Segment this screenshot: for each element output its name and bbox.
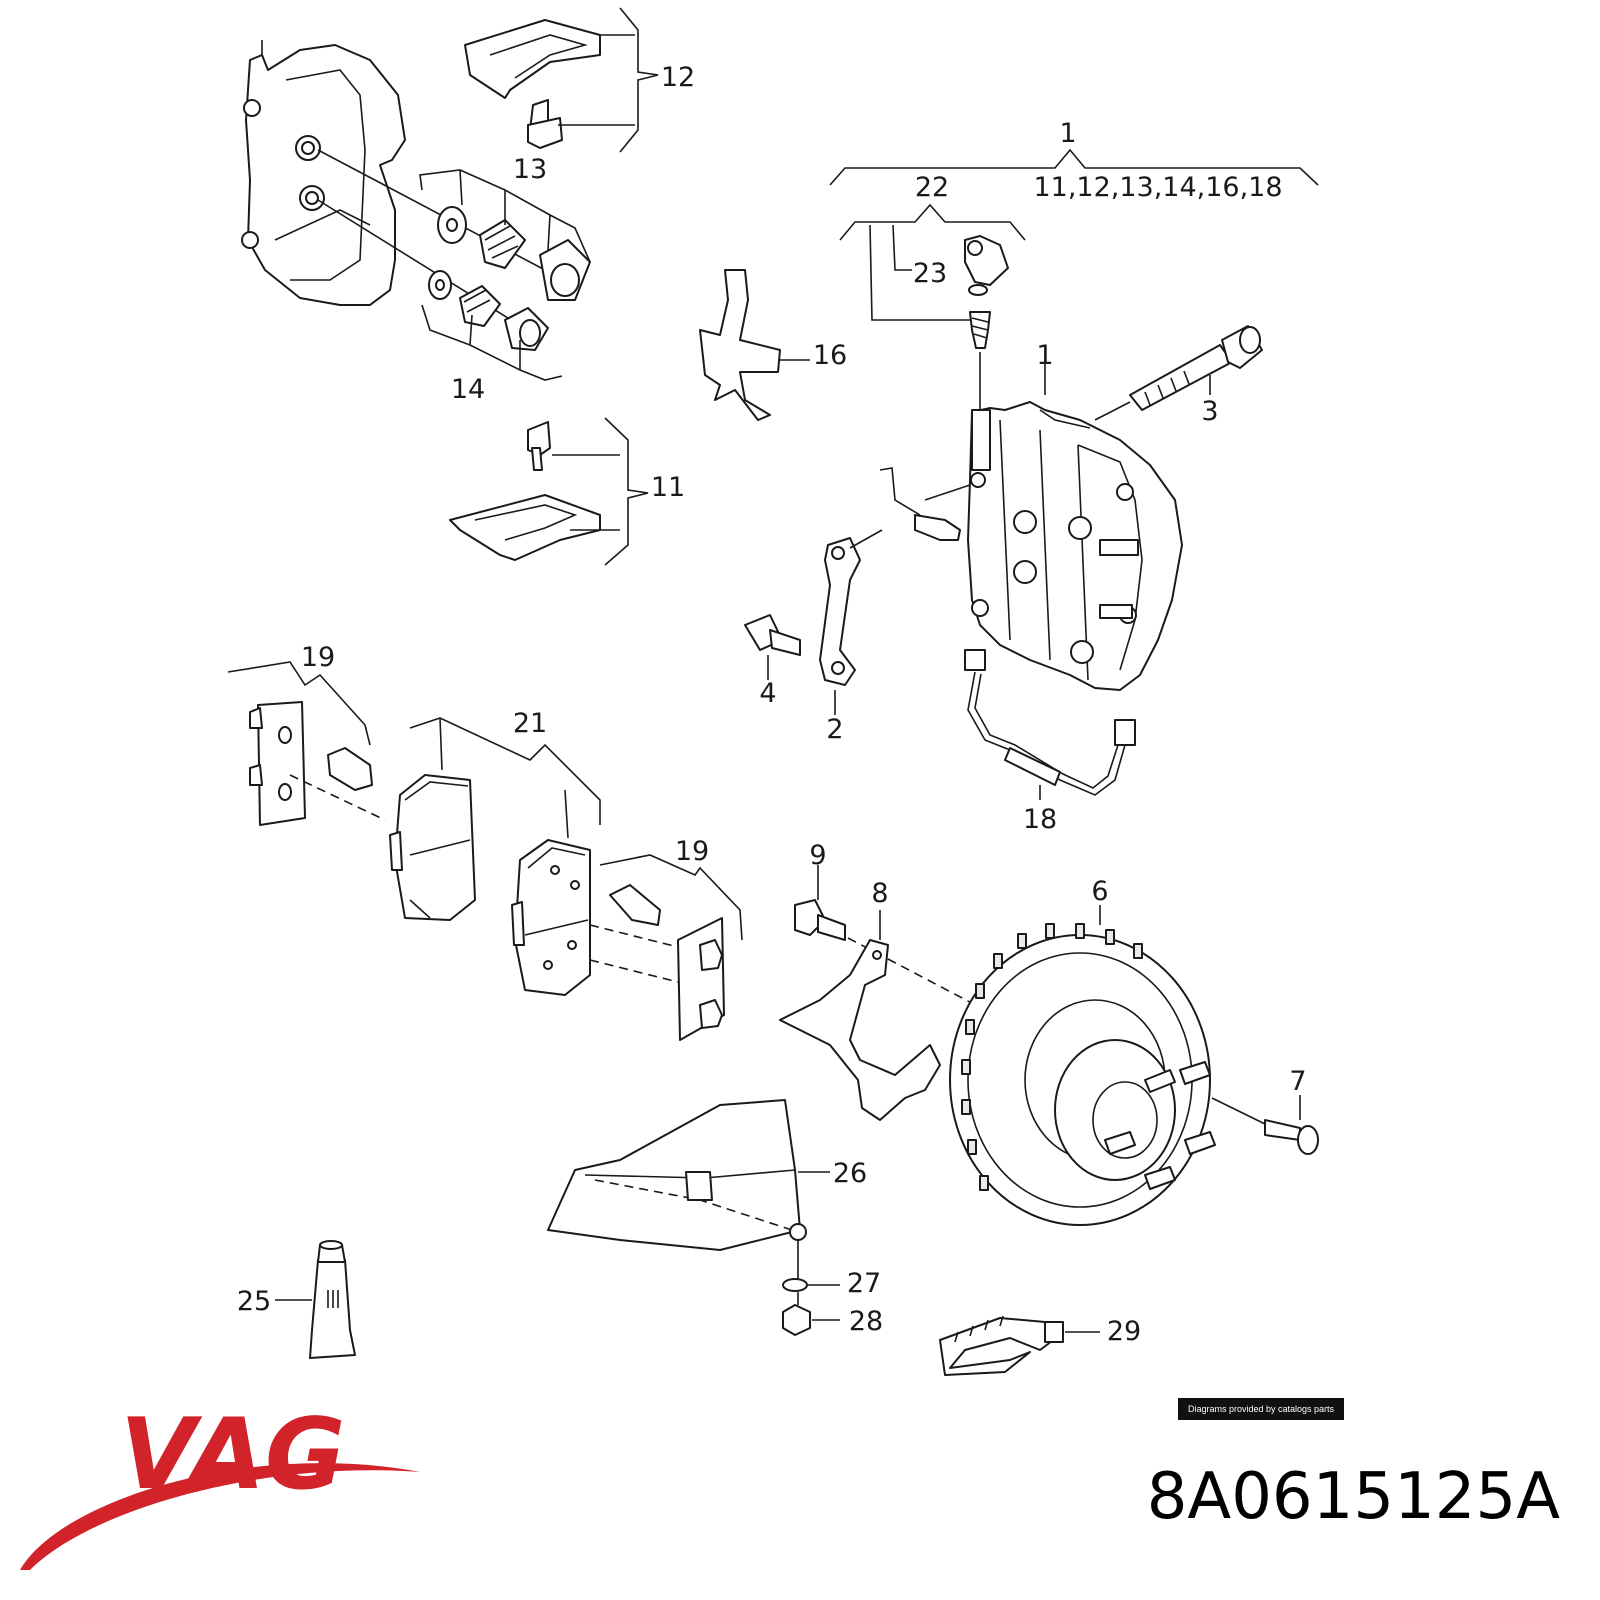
washer-27	[782, 1240, 840, 1292]
caliper-bolt	[1094, 325, 1263, 421]
grease-tube	[275, 1240, 356, 1359]
disc-screw	[1211, 1095, 1319, 1155]
callout-3: 3	[1201, 396, 1218, 427]
pad-shim-right	[589, 884, 725, 1041]
callout-25: 25	[237, 1286, 271, 1317]
callout-28: 28	[849, 1306, 883, 1337]
bracket-21	[409, 717, 601, 825]
brake-pad-outer	[389, 774, 476, 921]
part-number: 8A0615125A	[1146, 1460, 1560, 1534]
vag-logo: VAG	[20, 1400, 420, 1570]
callout-7: 7	[1289, 1066, 1306, 1097]
brake-pad-inner	[511, 839, 591, 996]
pad-shim-left	[249, 701, 386, 826]
bracket-1-top	[829, 148, 1319, 186]
nut-28	[782, 1292, 840, 1336]
callout-11: 11	[651, 472, 685, 503]
splash-shield	[547, 1099, 830, 1251]
spring-clip-upper	[464, 7, 659, 153]
callout-27: 27	[847, 1268, 881, 1299]
cable-tie	[939, 1315, 1100, 1376]
bleeder-valve-parts	[964, 235, 1009, 410]
caliper-housing-exploded	[241, 40, 406, 306]
callout-1-top: 1	[1059, 118, 1076, 149]
piston-set-upper	[317, 149, 591, 301]
brake-hose	[964, 649, 1136, 800]
speed-sensor-bracket	[779, 910, 941, 1121]
brake-line-and-bracket	[744, 467, 971, 715]
piston-set-lower	[317, 199, 549, 351]
callout-18: 18	[1023, 804, 1057, 835]
callout-19-right: 19	[675, 836, 709, 867]
callout-1-kit: 11,12,13,14,16,18	[1033, 172, 1282, 203]
callout-16: 16	[813, 340, 847, 371]
brake-disc	[949, 905, 1216, 1226]
callout-23: 23	[913, 258, 947, 289]
bracket-19-right	[599, 854, 743, 941]
caliper-assembly	[967, 360, 1183, 691]
anti-rattle-spring	[699, 269, 810, 421]
callout-26: 26	[833, 1158, 867, 1189]
bracket-22	[839, 203, 1026, 241]
callout-9: 9	[809, 840, 826, 871]
callout-22: 22	[915, 172, 949, 203]
bracket-19-left	[227, 661, 371, 746]
diagram-credit-badge: Diagrams provided by catalogs parts	[1178, 1398, 1344, 1420]
callout-29: 29	[1107, 1316, 1141, 1347]
callout-12: 12	[661, 62, 695, 93]
bolt-9	[794, 865, 986, 1011]
callout-19-left: 19	[301, 642, 335, 673]
callout-13: 13	[513, 154, 547, 185]
callout-8: 8	[871, 878, 888, 909]
logo-swoosh	[20, 1463, 420, 1570]
callout-1-caliper: 1	[1036, 340, 1053, 371]
bracket-14	[421, 304, 563, 381]
logo-wordmark: VAG	[120, 1400, 345, 1512]
callout-6: 6	[1091, 876, 1108, 907]
callout-21: 21	[513, 708, 547, 739]
spring-clip-lower	[449, 417, 649, 566]
callout-2: 2	[826, 714, 843, 745]
disc-vent-slots	[961, 923, 1143, 1191]
callout-14: 14	[451, 374, 485, 405]
callout-4: 4	[759, 678, 776, 709]
